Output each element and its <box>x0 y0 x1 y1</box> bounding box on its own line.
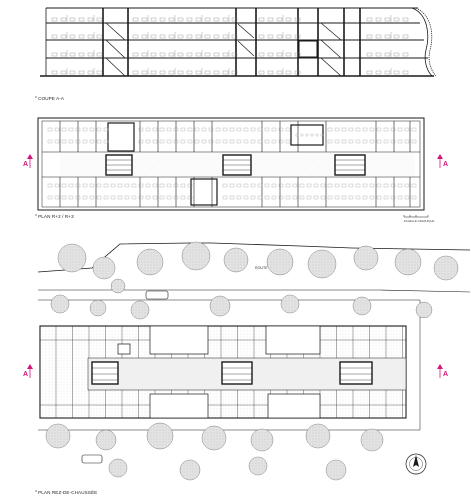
car-icon <box>81 290 169 464</box>
tree-icon <box>45 241 459 481</box>
scale-note: ECHELLE GRAPHIQUE <box>404 219 435 223</box>
section-drawing <box>40 7 437 77</box>
svg-text:A: A <box>23 161 28 168</box>
section-caption: °COUPE A-A <box>35 96 64 102</box>
ground-plan-caption: °PLAN REZ-DE-CHAUSSÉE <box>35 490 97 496</box>
upper-floor-plan <box>37 117 425 211</box>
svg-text:A: A <box>23 371 28 378</box>
ground-plan-caption-text: PLAN REZ-DE-CHAUSSÉE <box>38 490 98 495</box>
ground-floor-plan <box>37 241 471 481</box>
bullet-icon: ° <box>35 490 38 496</box>
bullet-icon: ° <box>35 214 38 220</box>
svg-text:A: A <box>443 161 448 168</box>
north-arrow-icon <box>405 453 427 475</box>
svg-text:A: A <box>443 371 448 378</box>
section-caption-text: COUPE A-A <box>38 96 65 101</box>
bullet-icon: ° <box>35 96 38 102</box>
section-marker-icon: A A A A <box>23 154 448 378</box>
upper-plan-caption: °PLAN R+2 / R+3 <box>35 214 74 220</box>
road-label: ROUTE <box>255 266 268 270</box>
upper-plan-caption-text: PLAN R+2 / R+3 <box>38 214 74 219</box>
